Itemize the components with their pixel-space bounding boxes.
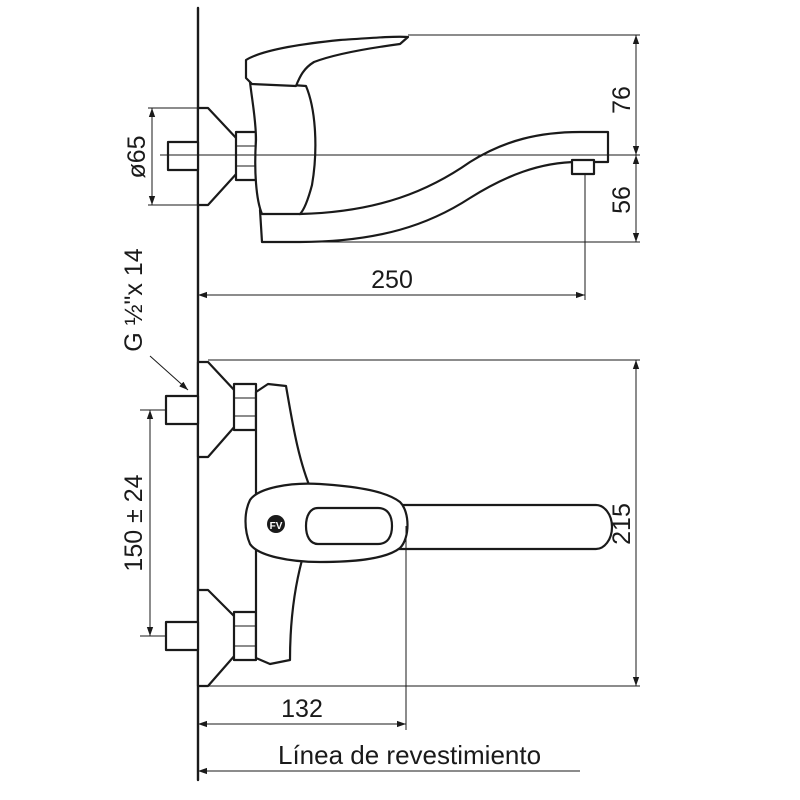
front-lever-window <box>304 506 394 546</box>
side-inlet-stub <box>166 140 200 172</box>
front-view: FV <box>164 360 614 688</box>
front-dimensions: 215 150 ± 24 132 <box>120 359 640 730</box>
side-lever-handle <box>244 35 410 88</box>
front-inlet-lower <box>164 620 200 652</box>
dim-spout-reach: 250 <box>371 266 413 294</box>
dim-centers: 150 ± 24 <box>120 474 148 571</box>
dim-thread: G ½"x 14 <box>120 248 148 351</box>
dim-height-bottom: 56 <box>608 186 636 214</box>
caption: Línea de revestimiento <box>278 740 541 770</box>
front-flange-upper <box>196 360 238 459</box>
svg-text:FV: FV <box>270 521 283 532</box>
front-nut-lower <box>232 610 258 662</box>
side-mixer-body <box>248 80 317 216</box>
dim-handle-reach: 132 <box>281 695 323 723</box>
front-flange-lower <box>196 588 238 688</box>
side-view <box>160 35 640 244</box>
dim-total-height: 215 <box>608 503 636 545</box>
thread-callout: G ½"x 14 <box>120 248 189 391</box>
side-flange <box>196 106 240 207</box>
dim-diameter: ø65 <box>123 135 151 178</box>
caption-group: Línea de revestimiento <box>198 740 580 775</box>
side-hex-nut <box>234 130 258 182</box>
front-inlet-upper <box>164 394 200 426</box>
side-aerator <box>570 158 596 176</box>
side-dimensions: ø65 76 56 250 <box>123 34 640 300</box>
front-nut-upper <box>232 382 258 432</box>
side-spout <box>258 130 610 244</box>
dim-height-top: 76 <box>608 86 636 114</box>
logo-mark: FV <box>267 515 285 533</box>
